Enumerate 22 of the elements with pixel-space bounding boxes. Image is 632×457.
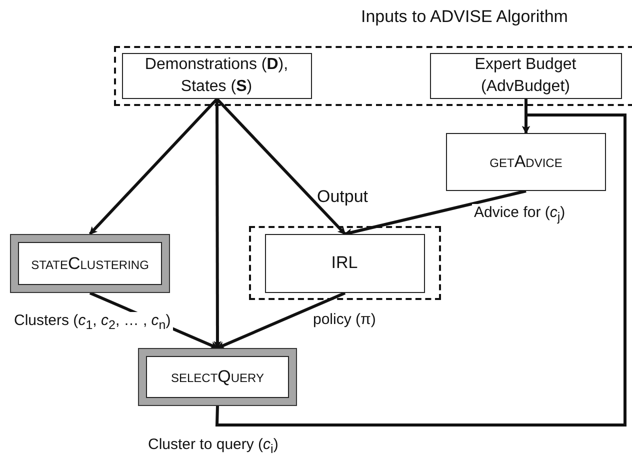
arrow (216, 98, 346, 236)
arrow (215, 114, 626, 426)
group-heading: Inputs to ADVISE Algorithm (361, 6, 568, 28)
box-label: IRL (331, 252, 358, 274)
box-label: Demonstrations (D), States (S) (144, 54, 290, 96)
arrow (213, 99, 222, 349)
framed-process-box (138, 348, 297, 406)
framed-process-box (10, 234, 170, 293)
arrow (88, 98, 218, 236)
process-box (430, 52, 622, 98)
arrow (216, 292, 346, 350)
process-box (264, 234, 424, 292)
box-label: getAdvice (490, 151, 562, 173)
edge-label: Advice for (c$_{j}$) (472, 204, 568, 226)
box-label: stateClustering (31, 252, 149, 274)
process-box (122, 52, 312, 98)
group-heading: Output (317, 186, 368, 208)
edge-label: policy (π) (311, 311, 378, 329)
arrow (344, 190, 526, 236)
box-label: selectQuery (170, 366, 264, 388)
box-label: Expert Budget (AdvBudget) (474, 54, 578, 96)
process-box (446, 133, 606, 191)
